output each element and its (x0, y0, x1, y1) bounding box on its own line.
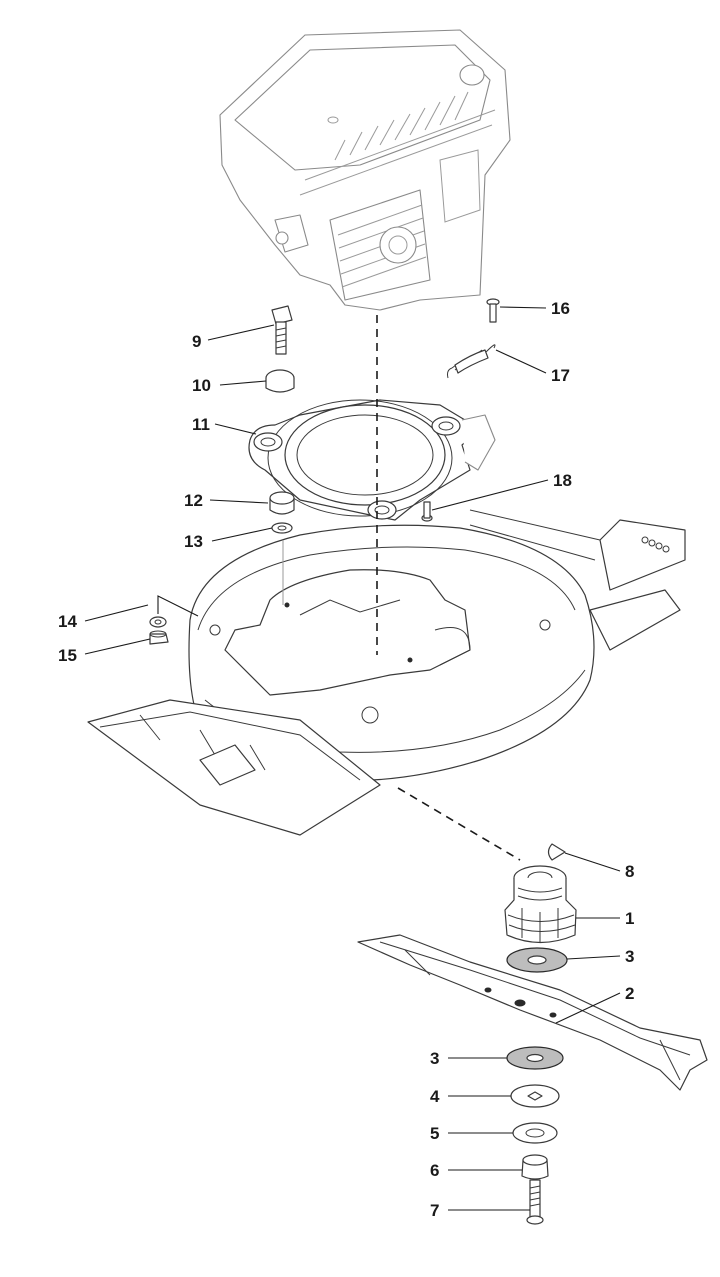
callout-2: 2 (625, 984, 634, 1003)
callout-8: 8 (625, 862, 634, 881)
callout-18: 18 (553, 471, 572, 490)
callout-15: 15 (58, 646, 77, 665)
callout-16: 16 (551, 299, 570, 318)
engine-mount-flange (248, 399, 496, 521)
part-4-washer (510, 1084, 560, 1108)
part-2-blade (357, 934, 708, 1091)
part-18-screw (421, 501, 433, 522)
callout-11: 11 (192, 415, 210, 434)
part-13-washer (271, 522, 293, 534)
callout-6: 6 (430, 1161, 439, 1180)
part-10-bush (265, 369, 295, 393)
callout-3-upper: 3 (625, 947, 634, 966)
callout-13: 13 (184, 532, 203, 551)
callout-1: 1 (625, 909, 634, 928)
callout-5: 5 (430, 1124, 439, 1143)
part-9-bolt (271, 305, 293, 355)
part-6-spacer (521, 1154, 549, 1180)
callout-4: 4 (430, 1087, 440, 1106)
part-3-upper-friction-washer (506, 947, 568, 973)
callout-7: 7 (430, 1201, 439, 1220)
blade-axis-line (397, 787, 521, 861)
part-3-lower-friction-washer (506, 1046, 564, 1070)
callout-10: 10 (192, 376, 211, 395)
callout-9: 9 (192, 332, 201, 351)
callout-12: 12 (184, 491, 203, 510)
part-12-spacer (269, 491, 295, 515)
leader-lines (84, 306, 621, 1211)
part-7-bolt (526, 1179, 544, 1225)
part-15-nut (149, 630, 169, 645)
part-8-key (547, 843, 566, 861)
callout-3-lower: 3 (430, 1049, 439, 1068)
part-14-washer (149, 616, 167, 628)
part-5-washer (512, 1122, 558, 1144)
engine-assembly (219, 29, 511, 311)
callout-labels: 9 10 11 12 13 14 15 16 17 18 8 1 3 2 3 4… (58, 299, 634, 1220)
part-1-blade-adapter (504, 865, 577, 944)
mower-deck (87, 509, 686, 836)
callout-17: 17 (551, 366, 570, 385)
part-17-spring (447, 344, 496, 379)
part-16-screw (486, 298, 500, 323)
callout-14: 14 (58, 612, 77, 631)
